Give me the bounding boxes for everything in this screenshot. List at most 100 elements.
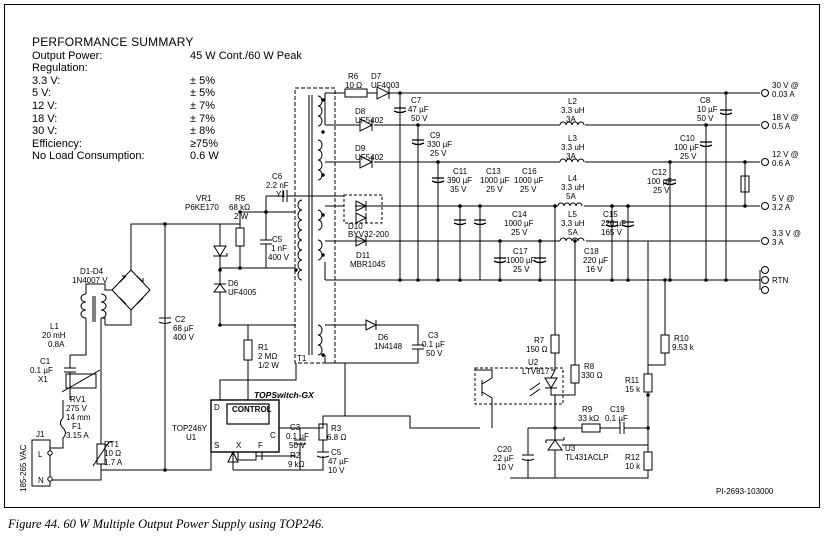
terminal-rtn-a bbox=[761, 266, 769, 274]
terminal-12v bbox=[761, 158, 769, 166]
c15-value: 220 µF bbox=[601, 219, 626, 228]
pin-s: S bbox=[214, 441, 219, 450]
d6-uf4005-value: UF4005 bbox=[228, 288, 257, 297]
d10-text: D10 bbox=[348, 222, 363, 231]
rv1-value: 275 V bbox=[66, 404, 88, 413]
bleed-resistor bbox=[740, 175, 750, 193]
summary-label: 3.3 V: bbox=[32, 74, 61, 87]
vr1-zener bbox=[213, 245, 228, 257]
t1-text: T1 bbox=[297, 354, 307, 363]
r1-resistor bbox=[243, 339, 253, 361]
c9-voltage: 25 V bbox=[430, 149, 447, 158]
l5-current: 5A bbox=[568, 228, 578, 237]
c1-text: C1 bbox=[40, 357, 51, 366]
f1-fuse bbox=[60, 417, 66, 439]
c2-value: 68 µF bbox=[173, 324, 194, 333]
j1-pin-l: L bbox=[38, 450, 43, 459]
summary-label: 18 V: bbox=[32, 112, 58, 125]
c18-voltage: 16 V bbox=[586, 265, 603, 274]
d9-text: D9 bbox=[355, 144, 366, 153]
c12-voltage: 25 V bbox=[653, 186, 670, 195]
r10-resistor bbox=[660, 334, 670, 354]
vr1-text: VR1 bbox=[196, 194, 212, 203]
summary-label: 5 V: bbox=[32, 87, 52, 100]
c10-voltage: 25 V bbox=[680, 152, 697, 161]
j1-text: J1 bbox=[36, 430, 45, 439]
r6-value: 10 Ω bbox=[345, 81, 362, 90]
c1-capacitor bbox=[64, 367, 76, 373]
l2-inductor bbox=[559, 121, 585, 126]
j1-pin-n: N bbox=[38, 476, 44, 485]
primary-side bbox=[31, 190, 344, 487]
c8-value: 10 µF bbox=[697, 105, 718, 114]
c17-voltage: 25 V bbox=[513, 265, 530, 274]
3v3-output-l1: 3.3 V @ bbox=[772, 229, 801, 238]
r7-value: 150 Ω bbox=[526, 345, 548, 354]
r10-text: R10 bbox=[674, 334, 689, 343]
c5-value: 1 nF bbox=[271, 244, 287, 253]
j1-connector bbox=[31, 439, 51, 487]
c3-right-value: 0.1 µF bbox=[422, 340, 445, 349]
c14-value: 1000 µF bbox=[504, 219, 534, 228]
c19-value: 0.1 µF bbox=[605, 414, 628, 423]
c5-voltage: 400 V bbox=[268, 253, 290, 262]
summary-value: 0.6 W bbox=[190, 150, 219, 163]
u3-text: U3 bbox=[565, 444, 576, 453]
r3-text: R3 bbox=[331, 424, 342, 433]
summary-value: ± 5% bbox=[190, 74, 215, 87]
r12-text: R12 bbox=[625, 453, 640, 462]
c16-voltage: 25 V bbox=[520, 185, 537, 194]
summary-row: 3.3 V: ± 5% bbox=[32, 74, 215, 88]
c1-value: 0.1 µF bbox=[30, 366, 53, 375]
c15-voltage: 165 V bbox=[601, 228, 623, 237]
c14-voltage: 25 V bbox=[511, 228, 528, 237]
30v-output-l1: 30 V @ bbox=[772, 81, 799, 90]
summary-value: ± 5% bbox=[190, 87, 215, 100]
c16-text: C16 bbox=[522, 167, 537, 176]
summary-label: Output Power: bbox=[32, 49, 103, 62]
c7-text: C7 bbox=[411, 96, 422, 105]
r1-text: R1 bbox=[258, 343, 269, 352]
bridge-rectifier bbox=[111, 269, 151, 311]
d1d4-text: D1-D4 bbox=[80, 267, 104, 276]
r1-value: 2 MΩ bbox=[258, 352, 277, 361]
summary-label: Efficiency: bbox=[32, 137, 82, 150]
c13-value: 1000 µF bbox=[480, 176, 510, 185]
l1-value: 20 mH bbox=[42, 331, 66, 340]
c17-text: C17 bbox=[513, 247, 528, 256]
l2-text: L2 bbox=[568, 97, 577, 106]
summary-label: 30 V: bbox=[32, 125, 58, 138]
summary-row: No Load Consumption: 0.6 W bbox=[32, 150, 219, 163]
r8-value: 330 Ω bbox=[581, 371, 603, 380]
c2-text: C2 bbox=[175, 315, 186, 324]
c11-text: C11 bbox=[453, 167, 468, 176]
5v-output-l2: 3.2 A bbox=[772, 203, 791, 212]
c16-value: 1000 µF bbox=[514, 176, 544, 185]
l1-current: 0.8A bbox=[48, 340, 65, 349]
r1-power: 1/2 W bbox=[258, 361, 279, 370]
d11-text: D11 bbox=[356, 251, 371, 260]
c13-voltage: 25 V bbox=[486, 185, 503, 194]
l1-choke bbox=[80, 293, 87, 319]
r12-value: 10 k bbox=[625, 462, 641, 471]
c2-voltage: 400 V bbox=[173, 333, 195, 342]
figure-frame bbox=[4, 4, 820, 508]
summary-label: No Load Consumption: bbox=[32, 150, 145, 163]
r8-resistor bbox=[570, 364, 580, 384]
c6-rating: Y1 bbox=[276, 190, 286, 199]
c18-value: 220 µF bbox=[583, 256, 608, 265]
rv1-size: 14 mm bbox=[66, 413, 91, 422]
u3-part: TL431ACLP bbox=[565, 453, 609, 462]
vr1-value: P6KE170 bbox=[185, 203, 219, 212]
topswitch-u1 bbox=[165, 362, 480, 471]
output-capacitors bbox=[393, 107, 733, 264]
3v3-output-l2: 3 A bbox=[772, 238, 784, 247]
bias-winding bbox=[345, 319, 424, 364]
c8-voltage: 50 V bbox=[697, 114, 714, 123]
c17-value: 1000 µF bbox=[506, 256, 536, 265]
terminal-rtn-c bbox=[761, 286, 769, 294]
r7-resistor bbox=[550, 334, 560, 354]
c3-left-value: 0.1 µF bbox=[286, 432, 309, 441]
c19-text: C19 bbox=[610, 405, 625, 414]
